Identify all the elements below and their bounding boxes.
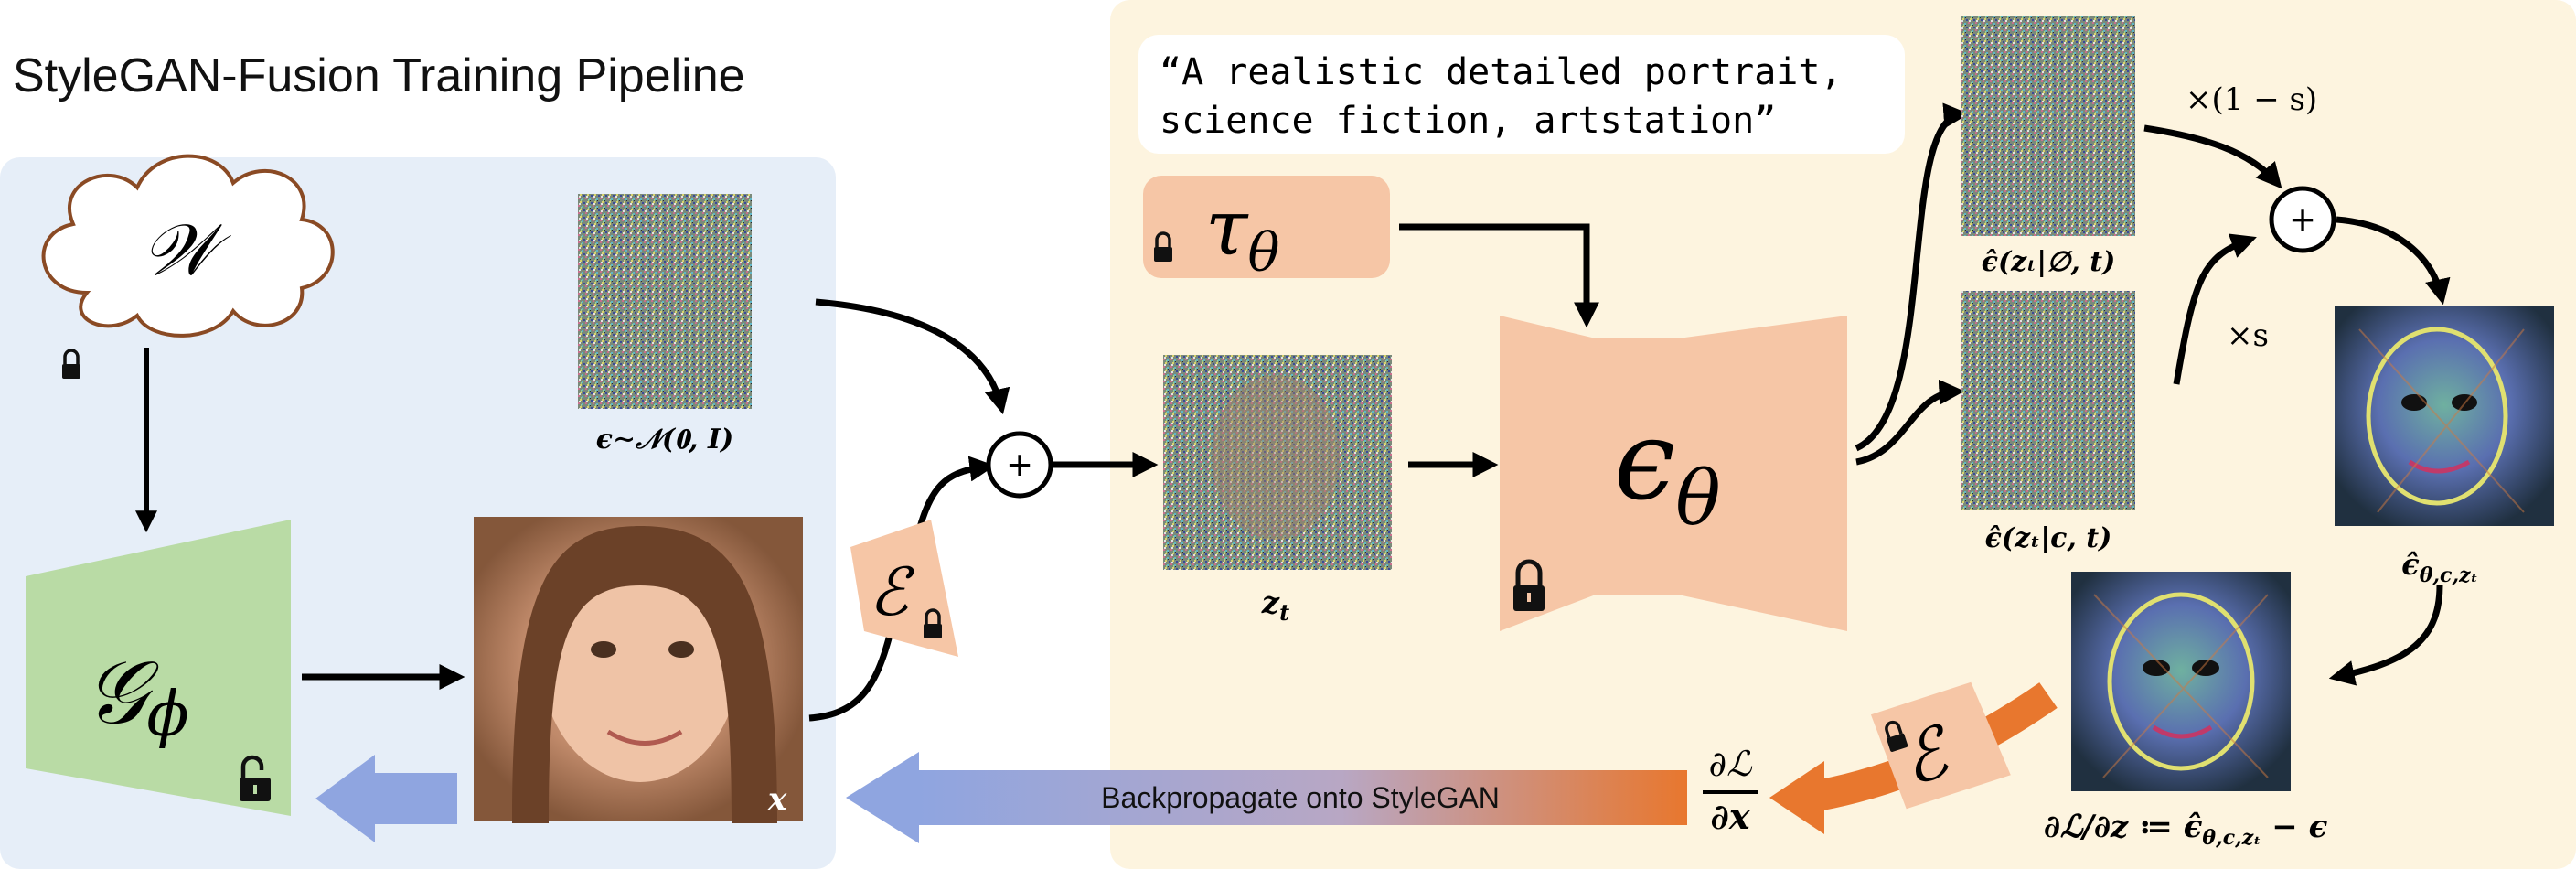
backprop-to-generator-arrow	[315, 755, 457, 842]
latent-zt: zt	[1163, 355, 1392, 626]
generator-symbol: 𝒢ϕ	[84, 641, 189, 751]
unet-symbol: ϵθ	[1614, 398, 1721, 542]
w-space-cloud: 𝒲	[41, 154, 335, 379]
lock-icon	[1154, 231, 1172, 262]
lock-icon	[62, 349, 80, 379]
image-gradient-fraction: ∂ℒ ∂x	[1703, 744, 1758, 837]
lock-icon	[1885, 720, 1908, 752]
prompt-line-2: science fiction, artstation”	[1160, 100, 1776, 142]
unlock-icon	[240, 755, 271, 801]
encoder-symbol: ℰ	[869, 553, 914, 630]
latent-gradient-image: ∂ℒ/∂z ≔ ϵ̂θ,c,zₜ − ϵ	[2044, 572, 2328, 850]
scale-one-minus-s: ×(1 − s)	[2186, 81, 2317, 118]
generator-block: 𝒢ϕ	[26, 520, 291, 816]
uncond-noise-pred: ϵ̂(zₜ|∅, t)	[1961, 16, 2135, 278]
lock-icon	[924, 608, 942, 638]
guided-noise-pred: ϵ̂θ,c,zₜ	[2335, 306, 2554, 587]
grad-numerator: ∂ℒ	[1708, 744, 1753, 784]
lock-icon	[1513, 559, 1545, 611]
orange-grad-arrowhead	[1769, 761, 1824, 834]
encoder-block: ℰ	[850, 520, 958, 657]
scale-s: ×s	[2227, 317, 2269, 354]
text-encoder-block: τθ	[1143, 176, 1390, 284]
unet-block: ϵθ	[1500, 316, 1847, 631]
grad-denominator: ∂x	[1711, 796, 1751, 837]
guided-label: ϵ̂θ,c,zₜ	[2401, 547, 2478, 587]
gradient-def-label: ∂ℒ/∂z ≔ ϵ̂θ,c,zₜ − ϵ	[2044, 809, 2328, 850]
noise-sample: ϵ∼𝒩(𝟎, 𝑰)	[578, 194, 752, 456]
backprop-label: Backpropagate onto StyleGAN	[1101, 781, 1500, 814]
svg-text:+: +	[2291, 196, 2315, 243]
cond-noise-pred: ϵ̂(zₜ|c, t)	[1961, 291, 2135, 554]
backprop-arrow: Backpropagate onto StyleGAN	[846, 752, 1687, 843]
w-space-label: 𝒲	[142, 209, 231, 292]
text-prompt: “A realistic detailed portrait, science …	[1138, 35, 1905, 154]
zt-label: zt	[1261, 585, 1289, 626]
tau-symbol: τθ	[1205, 183, 1279, 284]
x-label: x	[767, 781, 787, 818]
diagram-title: StyleGAN-Fusion Training Pipeline	[13, 49, 745, 102]
prompt-line-1: “A realistic detailed portrait,	[1160, 51, 1843, 93]
noise-add-node: +	[986, 431, 1053, 499]
noise-label: ϵ∼𝒩(𝟎, 𝑰)	[596, 424, 733, 456]
generated-image-x: x	[474, 517, 803, 823]
cond-label: ϵ̂(zₜ|c, t)	[1985, 522, 2112, 554]
guidance-add-node: +	[2269, 186, 2336, 253]
uncond-label: ϵ̂(zₜ|∅, t)	[1982, 246, 2116, 278]
svg-text:+: +	[1008, 441, 1032, 488]
encoder-block-backprop: ℰ	[1870, 681, 2011, 810]
